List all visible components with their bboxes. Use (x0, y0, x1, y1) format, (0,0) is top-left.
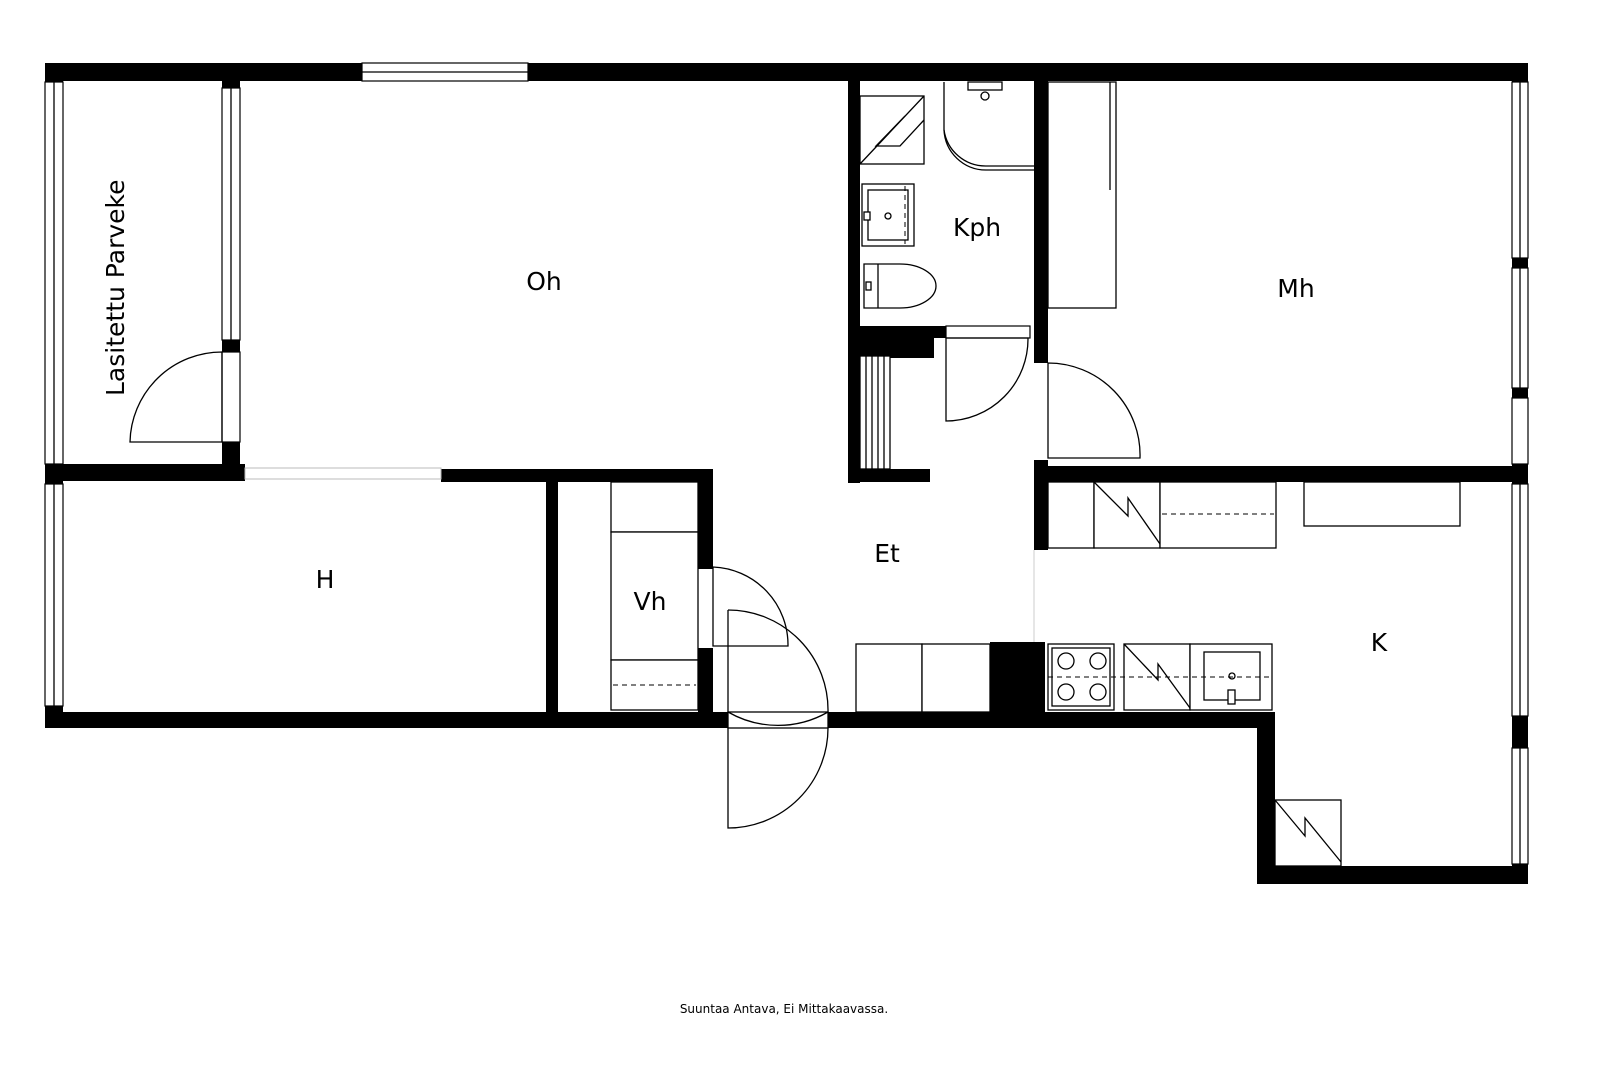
room-label-closet: Vh (634, 587, 667, 616)
room-label-master-bedroom: Mh (1277, 274, 1314, 303)
room-label-kitchen: K (1371, 628, 1388, 657)
room-label-balcony: Lasitettu Parveke (101, 180, 130, 397)
room-label-bedroom: H (316, 565, 335, 594)
scale-note: Suuntaa Antava, Ei Mittakaavassa. (680, 1002, 888, 1016)
openings (244, 467, 1035, 642)
room-labels: Lasitettu Parveke Oh Kph Mh H Vh Et K Su… (101, 180, 1388, 1017)
room-label-living: Oh (526, 267, 562, 296)
doors (129, 337, 1141, 829)
fixtures (610, 81, 1461, 867)
room-label-hall: Et (874, 539, 900, 568)
room-label-bath: Kph (953, 213, 1001, 242)
windows (44, 62, 1529, 865)
